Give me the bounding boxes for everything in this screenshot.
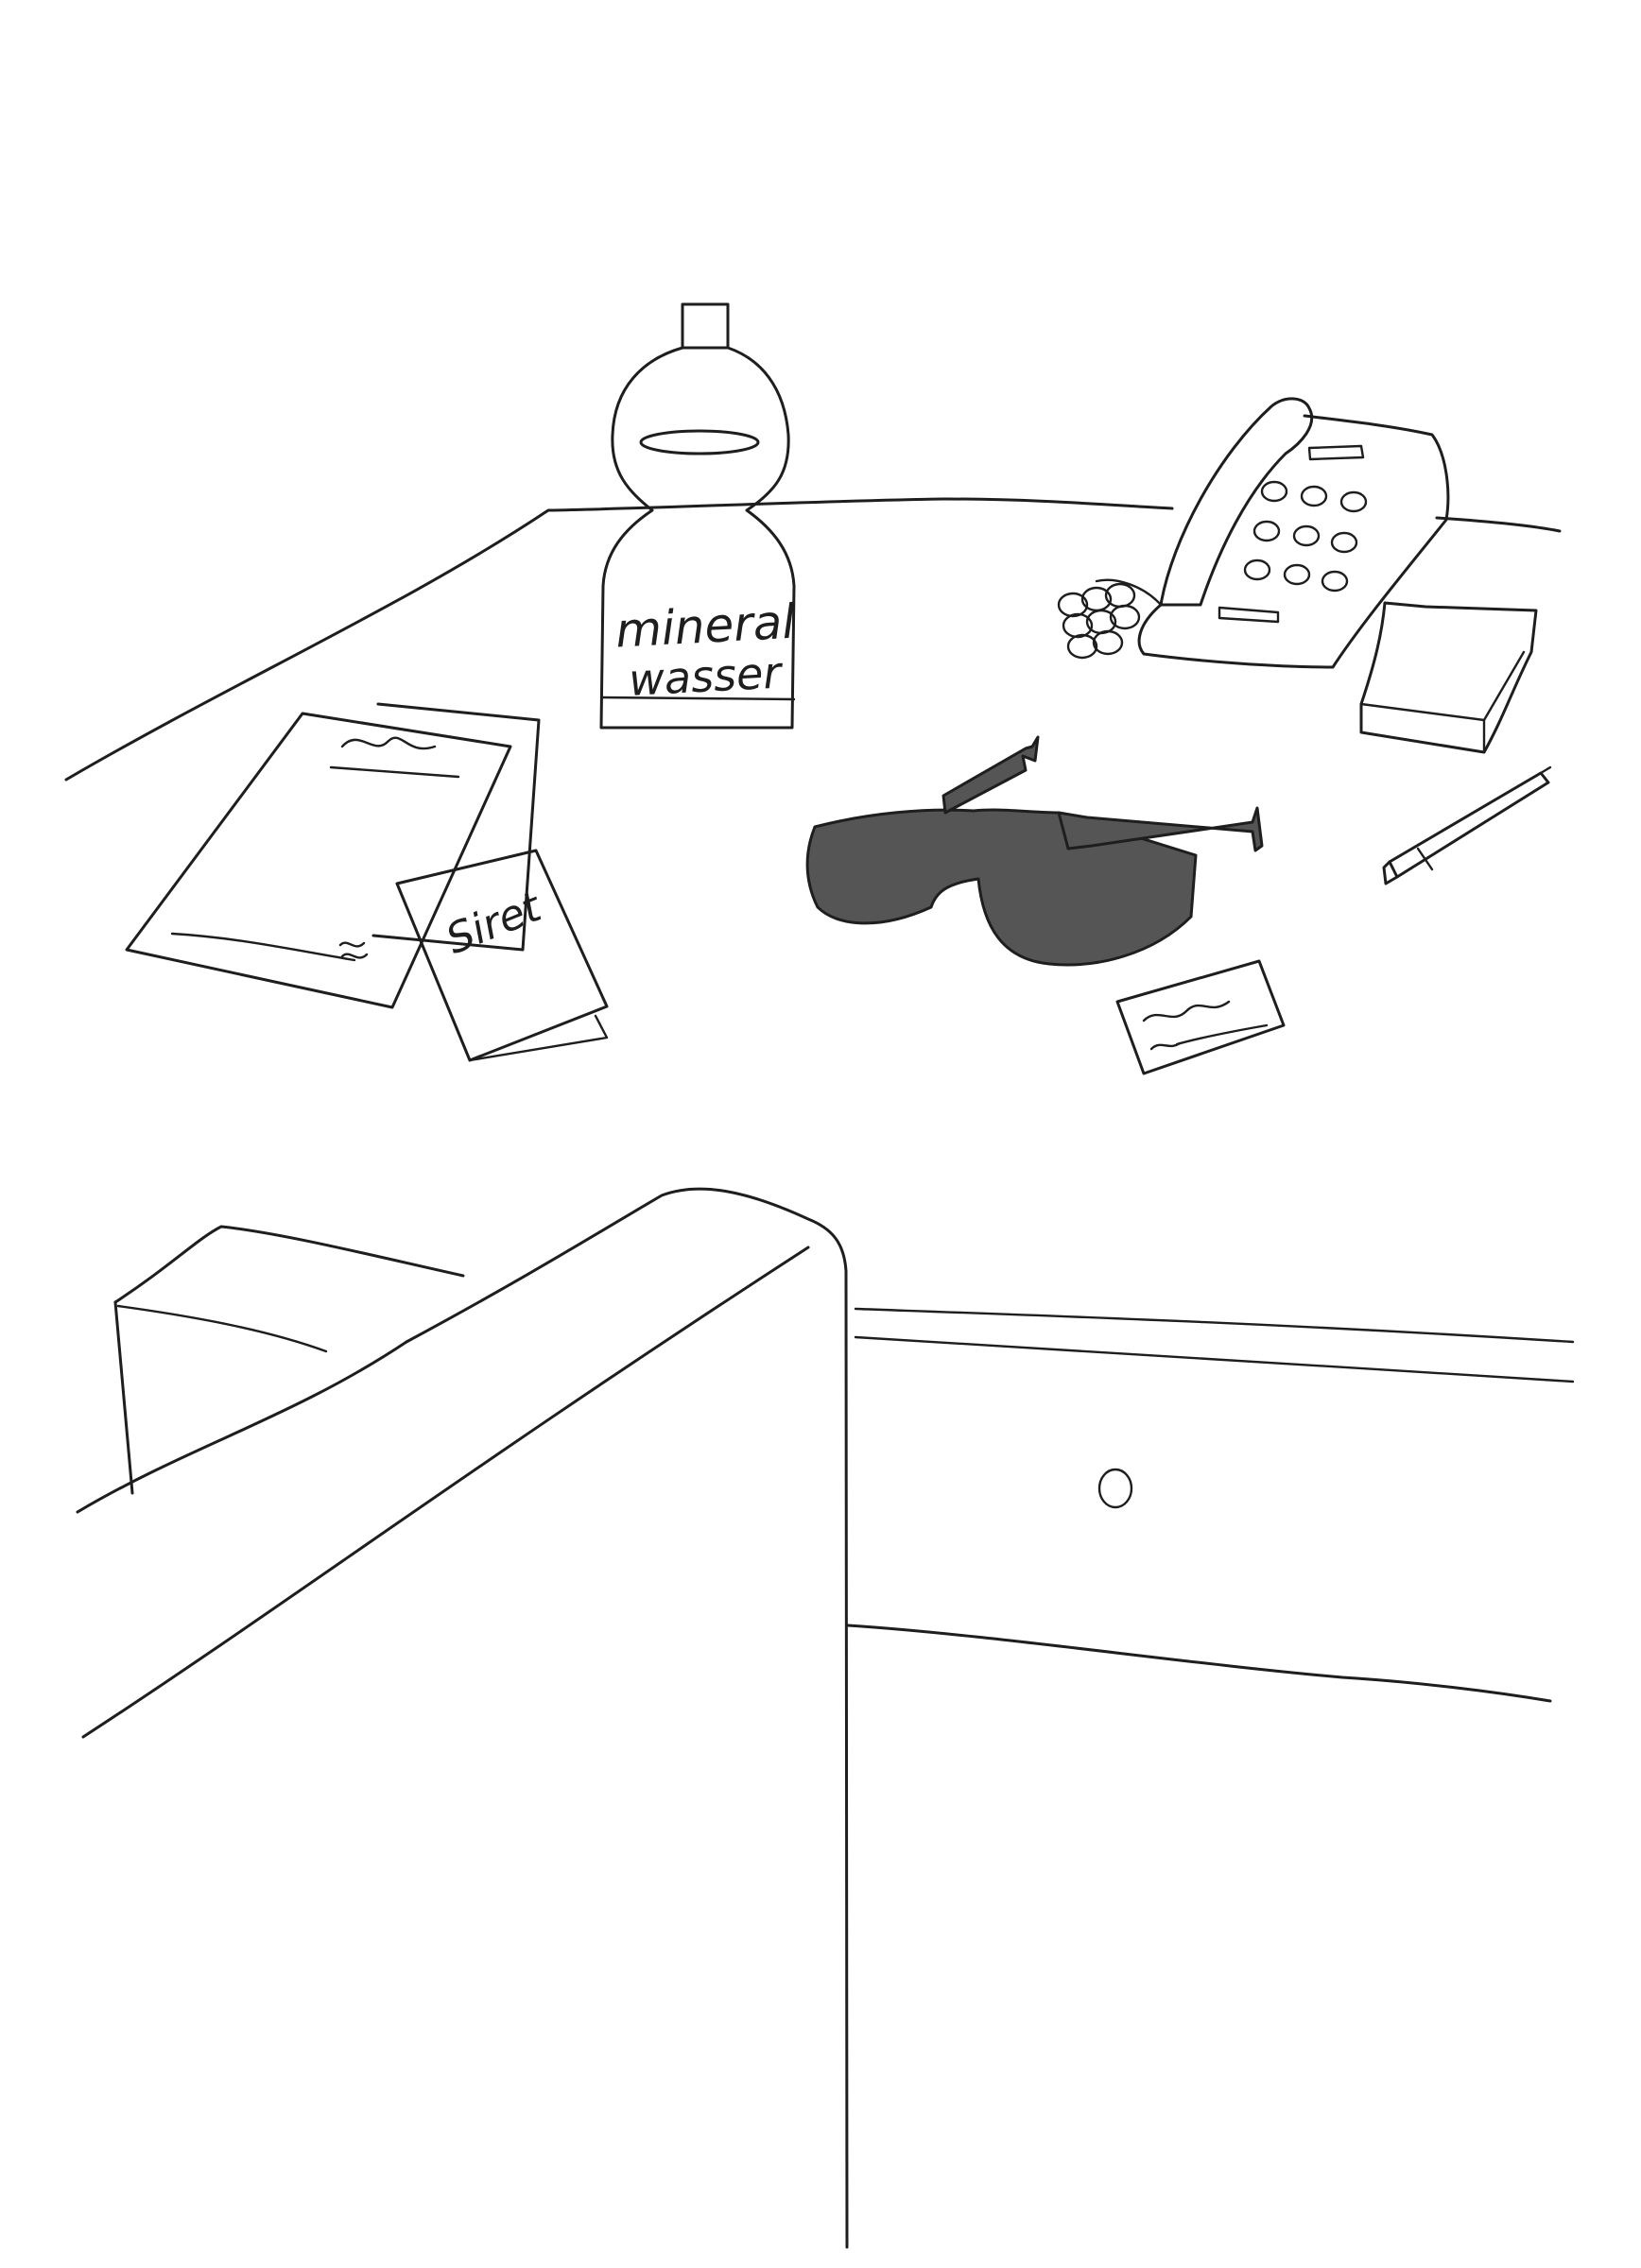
foreground-cabinet	[76, 1187, 1575, 2249]
document-stack: Siret	[125, 702, 609, 1062]
sunglasses	[805, 735, 1264, 967]
phone-cord	[1057, 578, 1163, 660]
business-card	[1115, 959, 1286, 1075]
note-handwriting: Siret	[440, 883, 549, 964]
drawer-knob	[1097, 1468, 1133, 1509]
phone-keypad	[1243, 480, 1368, 593]
table-edge	[64, 497, 1562, 782]
water-bottle: mineral wasser	[599, 302, 797, 730]
small-book	[1359, 601, 1538, 754]
bottle-label-line2: wasser	[628, 646, 786, 706]
desk-telephone	[1057, 397, 1450, 669]
pen	[1382, 765, 1552, 885]
bottle-label-line1: mineral	[614, 594, 797, 659]
